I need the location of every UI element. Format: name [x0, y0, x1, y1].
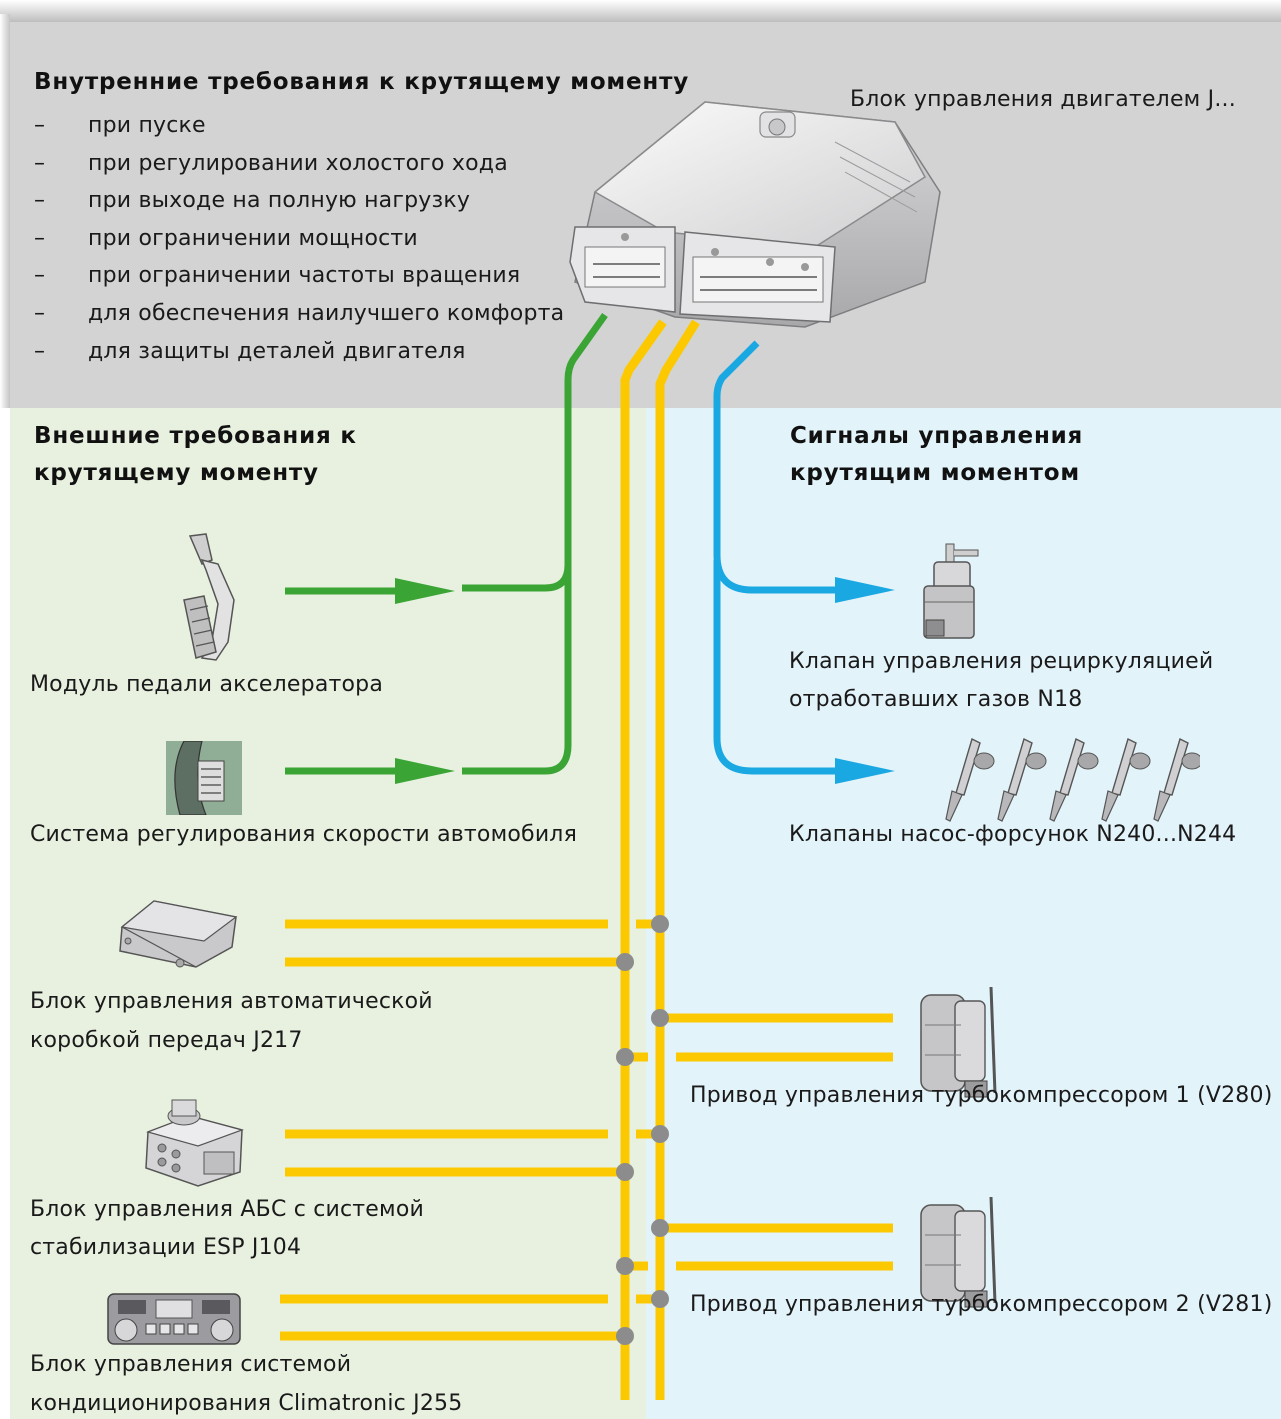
accelerator-label: Модуль педали акселератора: [30, 672, 384, 697]
signals-heading-line2: крутящим моментом: [790, 460, 1080, 486]
turbo2-label: Привод управления турбокомпрессором 2 (V…: [690, 1292, 1273, 1317]
bullet-dash: –: [34, 226, 46, 251]
internal-item: – для обеспечения наилучшего комфорта: [34, 295, 564, 333]
egr-label-line1: Клапан управления рециркуляцией: [789, 649, 1214, 674]
bullet-dash: –: [34, 263, 46, 288]
green-arrowhead-1: [395, 578, 455, 604]
internal-item: – при ограничении мощности: [34, 220, 418, 258]
internal-item: – при пуске: [34, 107, 206, 145]
ecu-label: Блок управления двигателем J...: [850, 87, 1236, 112]
bullet-dash: –: [34, 339, 46, 364]
yellow-left-branches: [280, 919, 660, 1341]
internal-item: – при выходе на полную нагрузку: [34, 182, 470, 220]
internal-item-text: для защиты деталей двигателя: [88, 339, 466, 364]
injector-icon: [997, 738, 1047, 822]
injectors-label: Клапаны насос-форсунок N240...N244: [789, 822, 1237, 847]
junction-dots: [616, 915, 669, 1345]
internal-requirements-heading: Внутренние требования к крутящему момент…: [34, 69, 690, 95]
internal-item-text: при регулировании холостого хода: [88, 151, 508, 176]
injector-icon: [1153, 738, 1200, 822]
abs-unit-icon: [145, 1099, 244, 1187]
injector-icon: [1049, 738, 1099, 822]
turbo-actuator-icon: [920, 1196, 997, 1308]
internal-item-text: при ограничении частоты вращения: [88, 263, 521, 288]
injector-icon: [945, 738, 995, 822]
injector-icon: [1101, 738, 1151, 822]
internal-item-text: при пуске: [88, 113, 206, 138]
yellow-right-branches: [625, 1013, 893, 1271]
internal-item-text: при выходе на полную нагрузку: [88, 188, 471, 213]
injectors-icon-group: [945, 738, 1200, 822]
bullet-dash: –: [34, 301, 46, 326]
external-heading-line2: крутящему моменту: [34, 460, 319, 486]
bullet-dash: –: [34, 151, 46, 176]
climatronic-panel-icon: [107, 1293, 241, 1345]
climatronic-label-line1: Блок управления системой: [30, 1352, 352, 1377]
cruise-control-icon: [166, 741, 242, 815]
turbo1-label: Привод управления турбокомпрессором 1 (V…: [690, 1083, 1273, 1108]
signals-heading-line1: Сигналы управления: [790, 423, 1084, 449]
turbo-actuator-icon: [920, 986, 997, 1098]
internal-item: – для защиты деталей двигателя: [34, 333, 466, 371]
blue-arrowhead-2: [835, 758, 895, 784]
blue-arrowhead-1: [835, 577, 895, 603]
egr-valve-icon: [923, 543, 979, 639]
internal-item: – при ограничении частоты вращения: [34, 257, 520, 295]
green-cruise-line: [462, 560, 572, 775]
gearbox-ecu-icon: [119, 900, 238, 968]
abs-label-line1: Блок управления АБС с системой: [30, 1197, 424, 1222]
yellow-trunk-right: [655, 319, 700, 1400]
left-shadow: [0, 14, 10, 408]
internal-item-text: при ограничении мощности: [88, 226, 418, 251]
bullet-dash: –: [34, 113, 46, 138]
external-requirements-panel: [10, 408, 646, 1419]
top-shadow: [0, 0, 1281, 22]
green-arrowhead-2: [395, 758, 455, 784]
cruise-label: Система регулирования скорости автомобил…: [30, 822, 578, 847]
gearbox-label-line1: Блок управления автоматической: [30, 989, 433, 1014]
egr-label-line2: отработавших газов N18: [789, 687, 1083, 712]
yellow-trunk-left: [620, 319, 667, 1400]
accelerator-pedal-icon: [183, 533, 235, 661]
blue-main-line: [713, 340, 840, 594]
blue-injector-line: [713, 560, 840, 775]
internal-item-text: для обеспечения наилучшего комфорта: [88, 301, 565, 326]
abs-label-line2: стабилизации ESP J104: [30, 1235, 302, 1260]
external-heading-line1: Внешние требования к: [34, 423, 357, 449]
green-main-line: [462, 312, 608, 592]
ecu-icon: [569, 101, 941, 328]
internal-item: – при регулировании холостого хода: [34, 145, 508, 183]
climatronic-label-line2: кондиционирования Climatronic J255: [30, 1391, 463, 1416]
bullet-dash: –: [34, 188, 46, 213]
gearbox-label-line2: коробкой передач J217: [30, 1028, 303, 1053]
